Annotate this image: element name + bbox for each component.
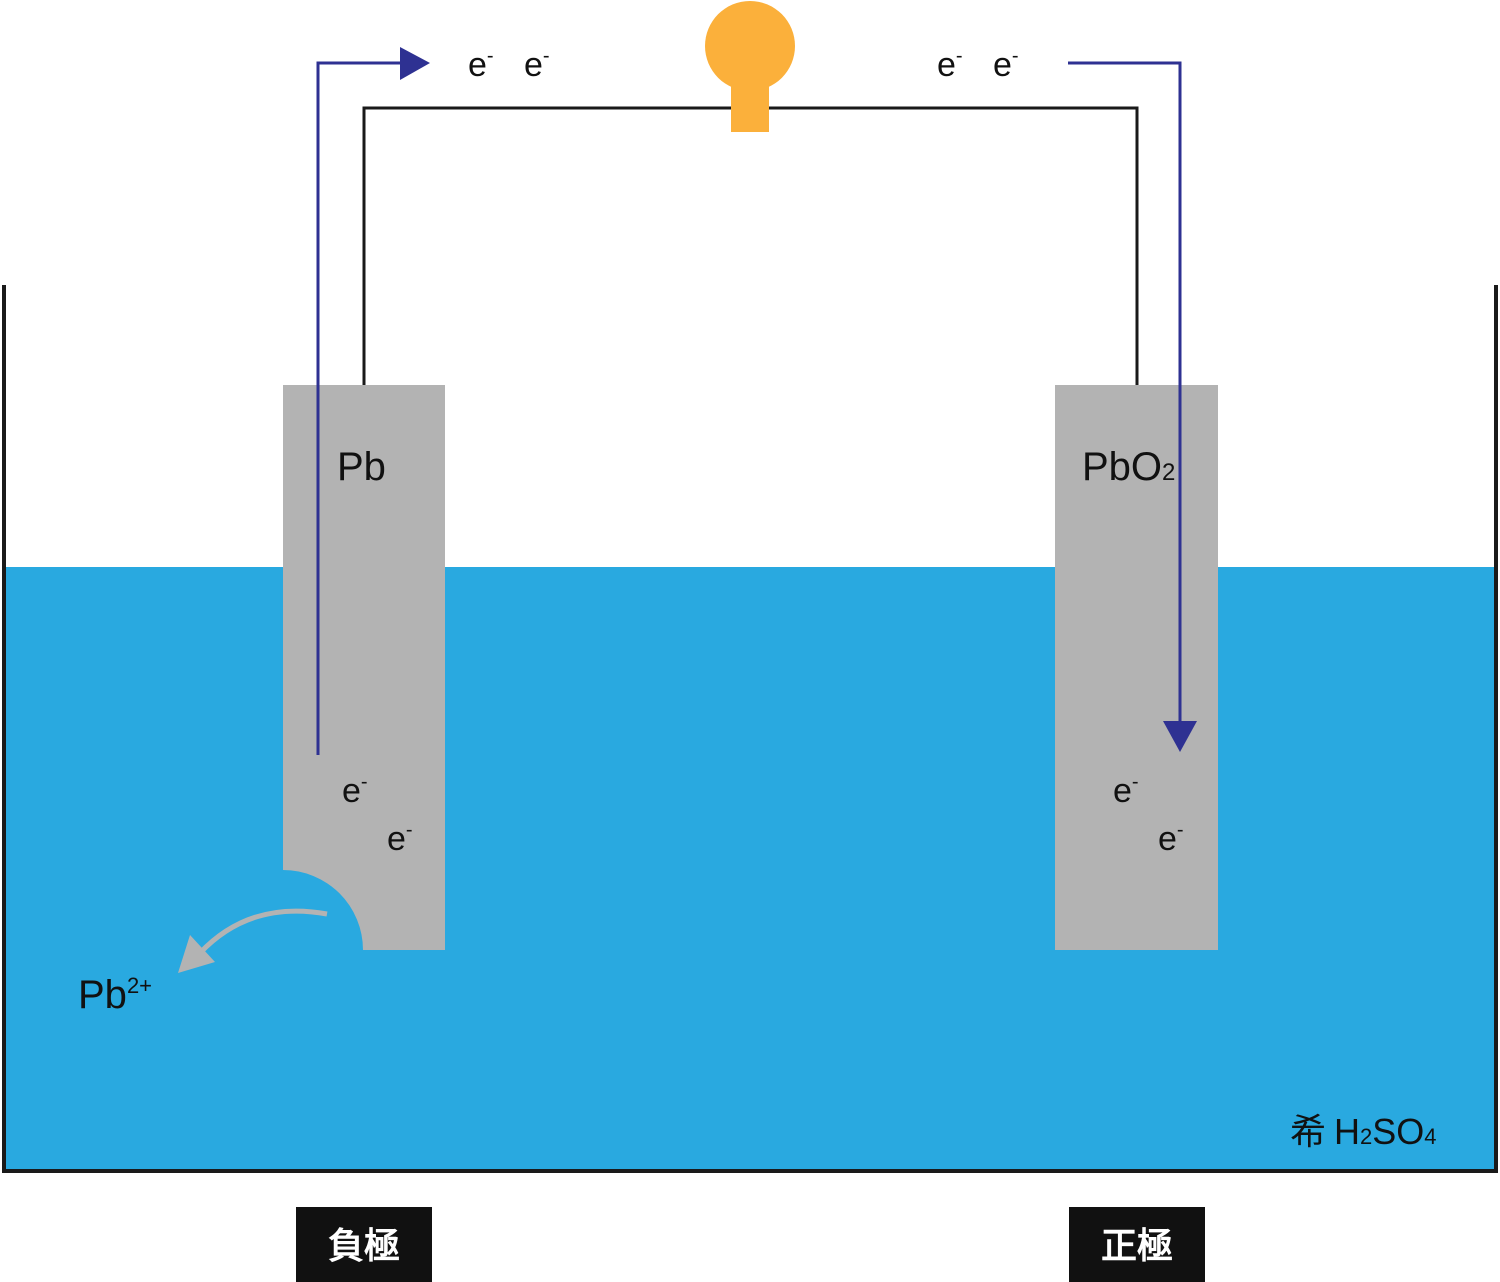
ion-dissolution-arrow <box>178 908 328 973</box>
negative-electrode-role-badge: 負極 <box>296 1207 432 1282</box>
electron-label: e- <box>937 45 963 84</box>
negative-electrode-material: Pb <box>337 445 386 489</box>
battery-container <box>2 285 1498 1173</box>
positive-electrode-plate <box>1055 385 1218 950</box>
svg-text:正極: 正極 <box>1101 1226 1173 1267</box>
electron-label: e- <box>468 45 494 84</box>
lead-ion-label: Pb2+ <box>78 973 152 1017</box>
electrolyte-solution <box>4 567 1496 1171</box>
electron-flow-arrow-left <box>316 47 430 755</box>
external-wire <box>362 106 1139 385</box>
light-bulb-icon <box>705 1 795 132</box>
svg-text:負極: 負極 <box>328 1226 400 1267</box>
negative-electrode-plate <box>283 385 445 950</box>
positive-electrode-material: PbO2 <box>1082 445 1175 489</box>
positive-electrode-role-badge: 正極 <box>1069 1207 1205 1282</box>
electron-label: e- <box>387 819 413 858</box>
electron-label: e- <box>524 45 550 84</box>
electron-label: e- <box>1158 819 1184 858</box>
electron-flow-arrow-right <box>1068 61 1197 752</box>
electron-label: e- <box>1113 771 1139 810</box>
electron-label: e- <box>342 771 368 810</box>
electron-label: e- <box>993 45 1019 84</box>
